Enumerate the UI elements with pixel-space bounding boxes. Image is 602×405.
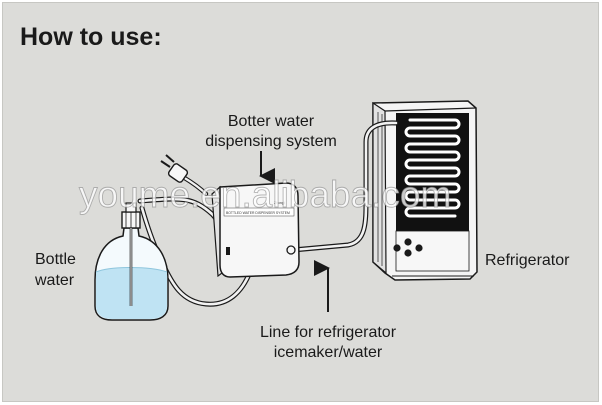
power-cord <box>140 206 252 306</box>
label-line-line1: Line for refrigerator <box>260 324 397 341</box>
plug-lead <box>181 175 208 196</box>
label-refrigerator: Refrigerator <box>485 252 570 269</box>
plug-body <box>167 163 189 183</box>
page-title: How to use: <box>20 23 162 51</box>
label-bottle-line1: Bottle <box>35 251 76 268</box>
label-line-line2: icemaker/water <box>274 344 383 361</box>
watermark-text: youme.en.alibaba.com <box>79 174 451 215</box>
refrigerator-lower-front <box>395 230 470 272</box>
refrigerator-top-edge <box>384 107 477 112</box>
label-system-line1: Botter water <box>228 113 315 130</box>
plug-prong <box>160 160 171 168</box>
cap-fitting <box>125 202 137 213</box>
label-bottle-line2: water <box>34 272 75 289</box>
refrigerator-side <box>372 101 387 275</box>
label-system-line2: dispensing system <box>205 133 337 150</box>
dispensing-system-unit: BOTTLED WATER DISPENSER SYSTEM Zhongji <box>211 182 300 278</box>
water-bottle <box>94 202 169 321</box>
unit-label-strip <box>223 207 295 217</box>
refrigerator-water-line <box>291 121 398 252</box>
condenser-coil <box>404 118 461 218</box>
unit-brand-text: Zhongji <box>274 201 285 205</box>
control-dot <box>393 244 401 252</box>
refrigerator-front-panel <box>396 113 469 231</box>
control-dot <box>404 249 412 257</box>
unit-body <box>219 182 300 278</box>
plug-prong <box>165 154 175 163</box>
unit-power-switch <box>226 247 230 255</box>
unit-panel-text: BOTTLED WATER DISPENSER SYSTEM <box>226 211 290 215</box>
unit-outlet-fitting <box>286 245 296 255</box>
control-dot <box>415 244 423 252</box>
control-dot <box>404 238 412 246</box>
refrigerator <box>372 100 478 281</box>
power-plug <box>160 154 189 183</box>
diagram-background <box>2 2 599 402</box>
